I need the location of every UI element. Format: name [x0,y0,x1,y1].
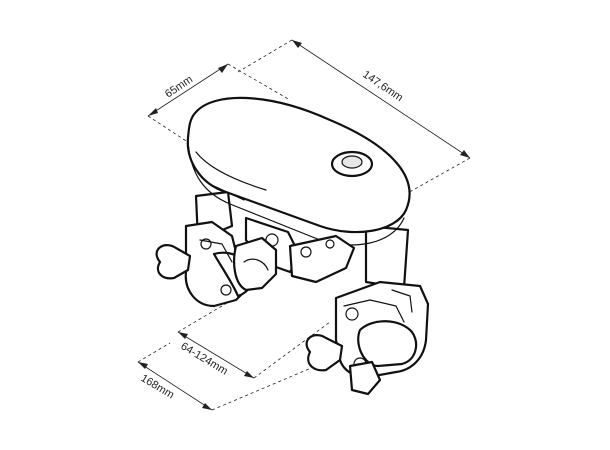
housing [186,96,411,234]
right-pipe-clamp [305,280,430,396]
adjustment-knob-icon [330,150,374,178]
left-wing-nut-icon [155,244,192,280]
middle-clamp [233,236,278,292]
right-wing-nut-icon [305,334,344,372]
depth-label: 65mm [163,73,195,100]
width-label: 147,6mm [360,69,405,105]
clamp-spacing-label: 168mm [138,372,176,401]
bracket-illustration [155,96,430,396]
dimension-clamp-spacing: 168mm [137,342,331,411]
